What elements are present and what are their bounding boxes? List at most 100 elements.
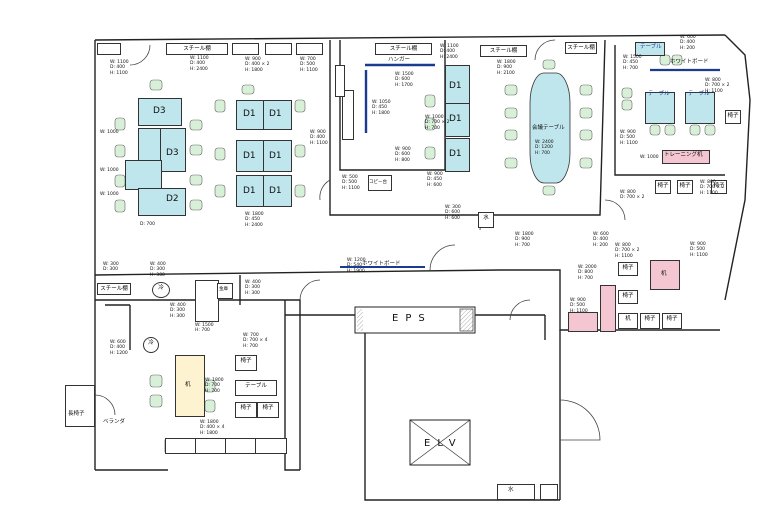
desk-d1-e bbox=[236, 175, 265, 207]
step-box-4 bbox=[255, 438, 287, 454]
desk-label-d3-top: D3 bbox=[153, 106, 166, 116]
refrigerator-circle: 冷 bbox=[152, 282, 170, 298]
dim-o: W: 1000 bbox=[100, 168, 119, 173]
desk-label-d1-a: D1 bbox=[243, 109, 256, 119]
desk-label-d1-e: D1 bbox=[243, 186, 256, 196]
walls bbox=[94, 34, 751, 501]
copy-stand-box bbox=[368, 175, 392, 191]
chair-box-r1: 椅子 bbox=[618, 262, 638, 276]
veranda-label: ベランダ bbox=[103, 419, 126, 425]
small-cabinet-1 bbox=[97, 43, 121, 55]
desk-label-d1-d: D1 bbox=[269, 151, 282, 161]
sink-box bbox=[540, 484, 558, 500]
step-box-2 bbox=[195, 438, 227, 454]
chair-box-r3: 椅子 bbox=[640, 313, 660, 329]
small-cabinet-3 bbox=[265, 43, 292, 55]
desk-left bbox=[125, 160, 162, 190]
chair-box-r2: 椅子 bbox=[618, 290, 638, 304]
desk-label-d1-g: D1 bbox=[449, 81, 462, 91]
meeting-table-shape bbox=[529, 72, 571, 184]
desk-label-d1-f: D1 bbox=[269, 186, 282, 196]
steel-shelf-top2: スチール棚 bbox=[375, 43, 432, 55]
training-desk bbox=[662, 150, 710, 164]
meeting-table-label: 会議テーブル bbox=[532, 125, 565, 131]
safe-label: 金庫 bbox=[219, 287, 228, 292]
right-table-a bbox=[645, 92, 675, 124]
dim-p: W: 1000 bbox=[100, 192, 119, 197]
desk-d1-c bbox=[236, 140, 265, 172]
lower-left-desk-label: 机 bbox=[185, 382, 191, 388]
desk-label-d3-mid: D3 bbox=[166, 148, 179, 158]
desk-label-d2: D2 bbox=[166, 194, 179, 204]
pillar-box bbox=[335, 65, 345, 97]
safe-box bbox=[217, 283, 233, 299]
desk-label-d1-b: D1 bbox=[269, 109, 282, 119]
steel-shelf-top3: スチール棚 bbox=[480, 45, 527, 57]
steel-shelf-left: スチール棚 bbox=[97, 283, 131, 295]
right-top-table bbox=[635, 42, 665, 56]
chair-box-r4: 椅子 bbox=[662, 313, 682, 329]
desk-d1-i bbox=[445, 138, 470, 172]
chair-box-r8: 椅子 bbox=[725, 110, 741, 124]
lower-left-desk bbox=[175, 355, 205, 417]
long-chair-box bbox=[65, 385, 95, 427]
small-cabinet-4 bbox=[296, 43, 323, 55]
dim-n: W: 1000 bbox=[100, 130, 119, 135]
step-box-1 bbox=[165, 438, 197, 454]
chair-box-r7: 椅子 bbox=[711, 180, 727, 194]
table-box-lower: テーブル bbox=[235, 380, 277, 396]
chair-box-3: 椅子 bbox=[257, 402, 279, 418]
stand-box bbox=[497, 484, 535, 500]
refrigerator-circle-2: 冷 bbox=[143, 337, 159, 353]
chair-box-2: 椅子 bbox=[235, 402, 257, 418]
elv-label: ELV bbox=[424, 438, 463, 449]
pink-desk-tall bbox=[600, 285, 616, 332]
steel-shelf-top1: スチール棚 bbox=[166, 43, 228, 55]
pink-desk-right-label: 机 bbox=[661, 271, 667, 277]
small-cabinet-2 bbox=[232, 43, 259, 55]
dim-q: D: 700 bbox=[140, 222, 156, 227]
desk-d3-mid2 bbox=[160, 128, 186, 172]
training-desk-label: トレーニング机 bbox=[664, 152, 703, 158]
desk-d2 bbox=[138, 188, 186, 216]
desk-d1-h bbox=[445, 103, 470, 137]
right-table-label-b: テーブル bbox=[688, 91, 710, 97]
desk-label-d1-c: D1 bbox=[243, 151, 256, 161]
desk-label-d1-i: D1 bbox=[449, 149, 462, 159]
step-box-3 bbox=[225, 438, 257, 454]
water-box-mid: 水 bbox=[478, 212, 494, 228]
right-table-b bbox=[685, 92, 715, 124]
right-table-label-a: テーブル bbox=[648, 91, 670, 97]
desk-d1-g bbox=[445, 65, 470, 105]
right-top-table-label: テーブル bbox=[640, 44, 662, 50]
